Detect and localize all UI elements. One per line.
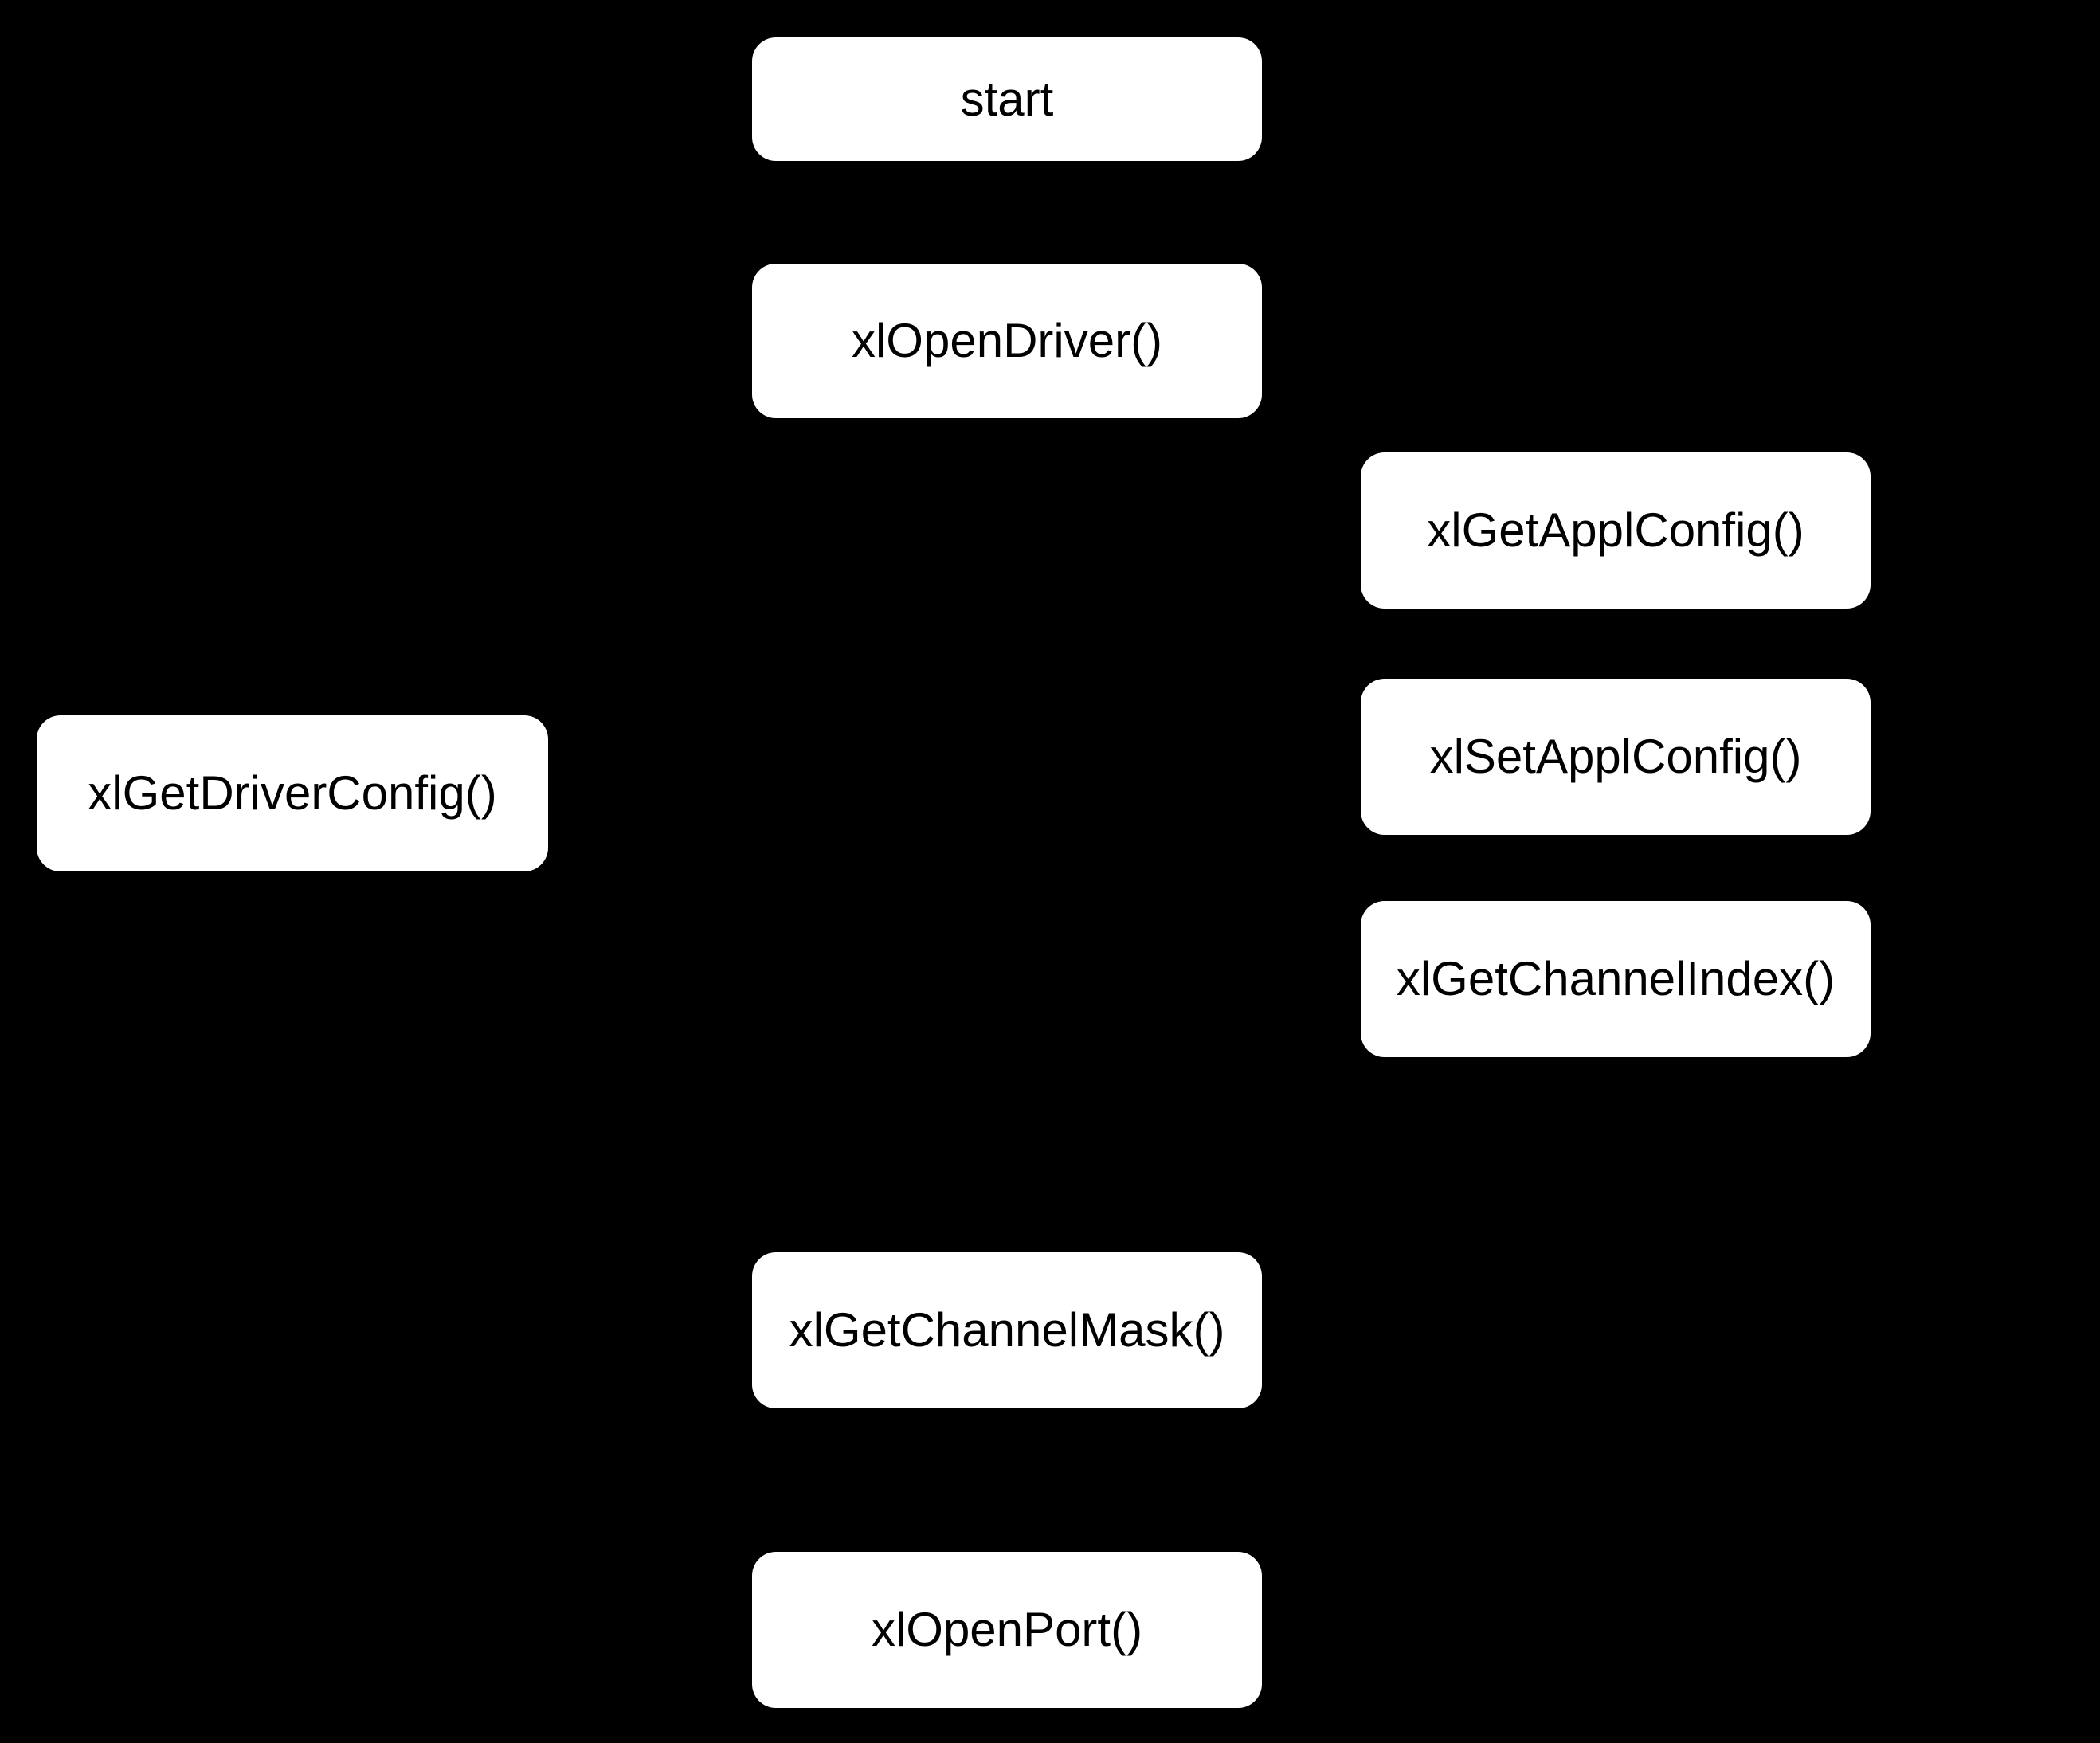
node-xlgetchannelmask: xlGetChannelMask() (752, 1252, 1262, 1408)
node-xlsetapplconfig: xlSetApplConfig() (1361, 679, 1871, 835)
node-xlgetapplconfig: xlGetApplConfig() (1361, 452, 1871, 609)
node-xlopenport: xlOpenPort() (752, 1552, 1262, 1708)
node-xlgetdriverconfig: xlGetDriverConfig() (37, 715, 548, 872)
node-xlgetchannelindex: xlGetChannelIndex() (1361, 901, 1871, 1057)
node-xlopendriver: xlOpenDriver() (752, 264, 1262, 418)
node-start: start (752, 37, 1262, 161)
